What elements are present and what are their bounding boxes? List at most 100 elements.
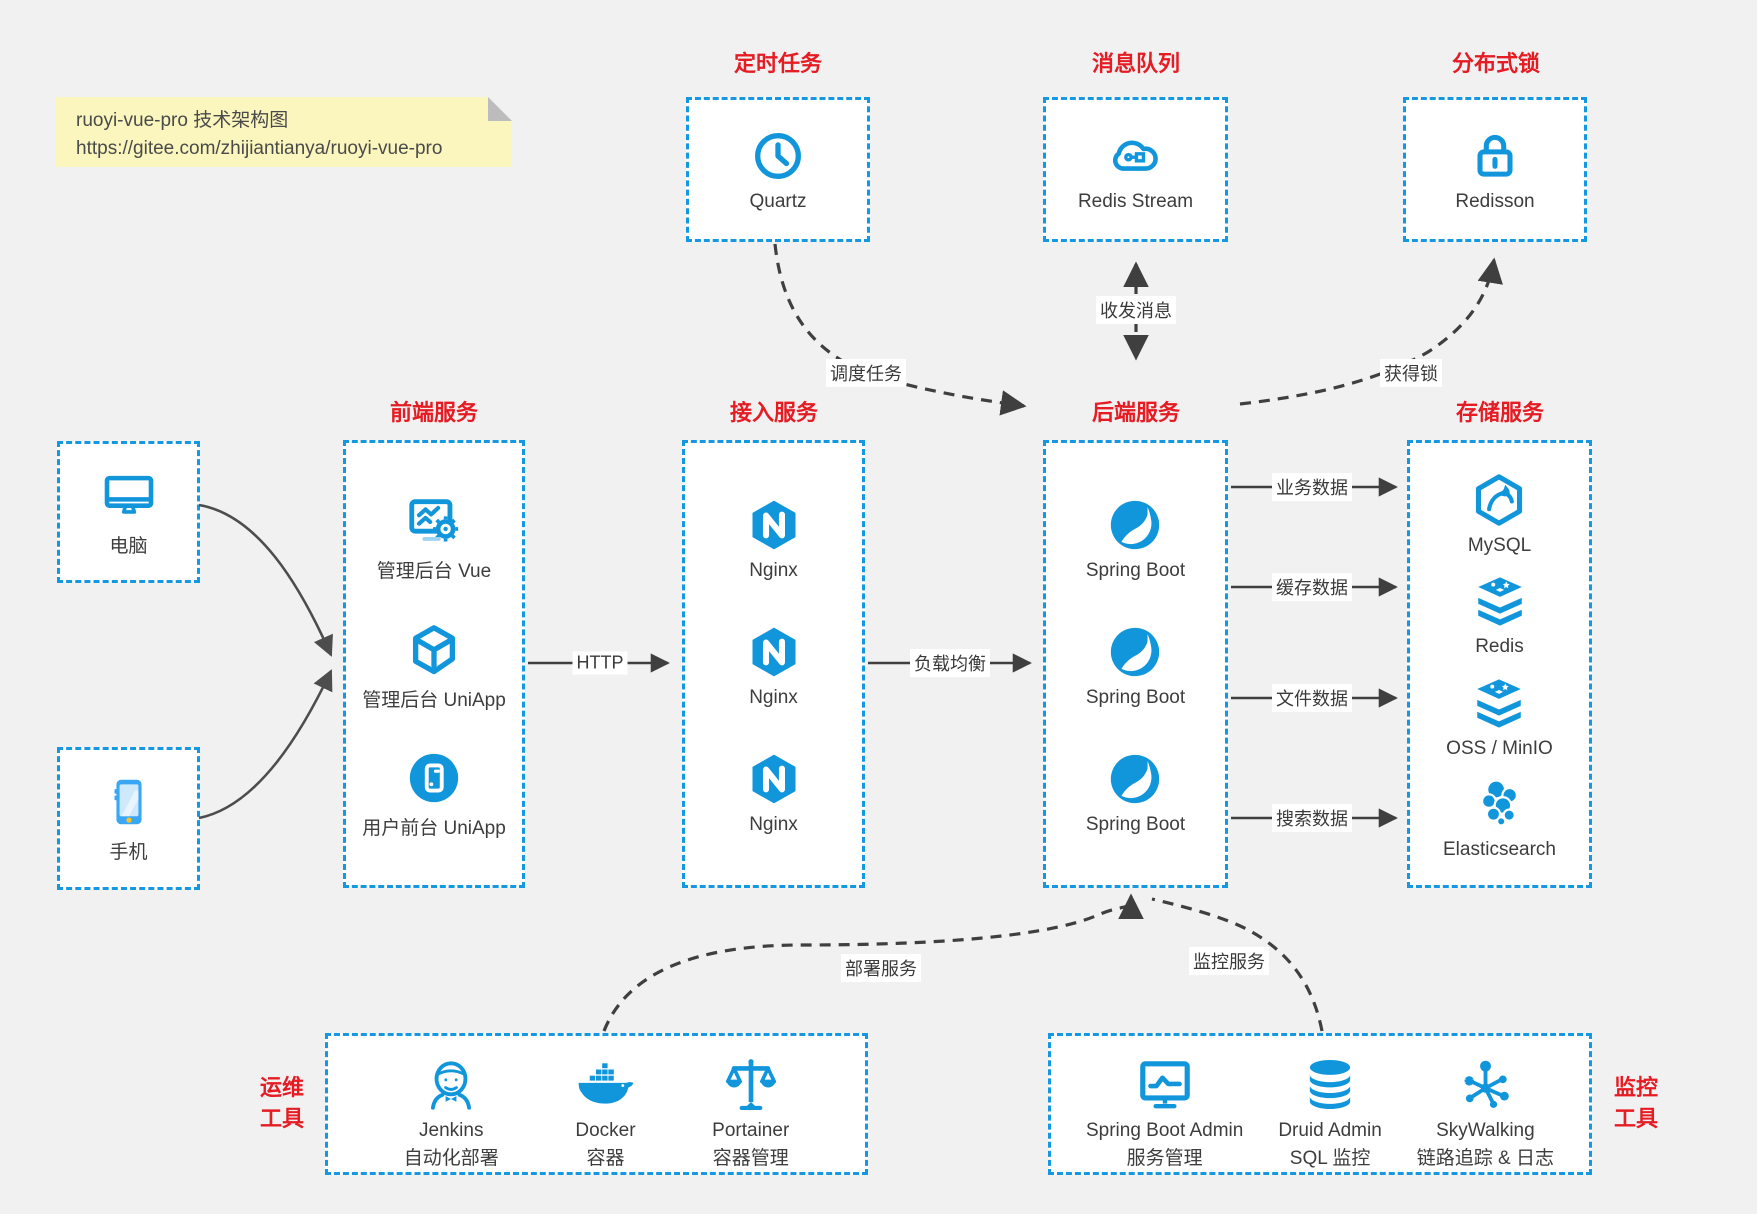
node-springboot-3: Spring Boot (1086, 750, 1185, 836)
gateway-services-box: Nginx Nginx Nginx (682, 440, 865, 888)
node-label: Spring Boot (1085, 814, 1186, 835)
title-gateway-services: 接入服务 (729, 400, 819, 425)
node-label: 管理后台 UniApp (362, 689, 506, 711)
node-springboot-2: Spring Boot (1086, 623, 1185, 709)
backend-services-box: Spring Boot Spring Boot Spring Boot (1043, 440, 1228, 888)
note-fold-corner (488, 97, 512, 121)
nginx-icon (751, 500, 796, 550)
edge-label-monitor: 监控服务 (1189, 947, 1269, 975)
phone-client-box: 手机 (57, 747, 200, 890)
ops-tools-title: 运维 工具 (248, 1073, 316, 1135)
node-oss-minio: OSS / MinIO (1446, 674, 1553, 760)
redis-icon (1477, 577, 1522, 626)
storage-services-box: MySQL Redis OSS / MinIO (1407, 440, 1592, 888)
tool-name: SkyWalking (1436, 1120, 1535, 1141)
node-label: Nginx (749, 814, 798, 835)
cloud-stream-icon (1113, 140, 1159, 171)
node-elasticsearch: Elasticsearch (1443, 775, 1556, 861)
node-label: Spring Boot (1085, 687, 1186, 708)
tool-desc: 自动化部署 (403, 1147, 499, 1169)
node-user-uniapp: 用户前台 UniApp (362, 749, 506, 840)
node-label: Elasticsearch (1443, 839, 1556, 861)
title-distributed-lock: 分布式锁 (1451, 51, 1541, 76)
arrow-client-phone (198, 669, 333, 820)
arrow-acquire-lock (1239, 257, 1503, 406)
desktop-icon (104, 475, 153, 514)
edge-label-deploy: 部署服务 (841, 954, 921, 982)
node-label: Redis Stream (1077, 190, 1194, 212)
nginx-icon (751, 754, 796, 804)
portainer-icon (725, 1059, 776, 1111)
admin-vue-icon (409, 499, 459, 542)
tool-name: Docker (575, 1120, 636, 1141)
node-redis: Redis (1471, 572, 1529, 658)
lock-icon (1477, 134, 1513, 177)
title-frontend-services: 前端服务 (389, 400, 479, 425)
node-nginx-3: Nginx (745, 750, 803, 836)
elasticsearch-icon (1480, 779, 1518, 827)
edge-label-load-balance: 负载均衡 (910, 649, 990, 677)
spring-icon (1111, 500, 1160, 550)
arrow-client-desktop (198, 503, 333, 657)
node-label: 管理后台 Vue (376, 561, 492, 583)
node-label: Redis (1475, 636, 1524, 658)
node-label: OSS / MinIO (1446, 737, 1553, 759)
quartz-box: Quartz (686, 97, 870, 242)
node-springboot-1: Spring Boot (1086, 496, 1185, 582)
node-jenkins: Jenkins 自动化部署 (404, 1054, 499, 1171)
title-message-queue: 消息队列 (1091, 51, 1181, 76)
edge-label-schedule: 调度任务 (826, 359, 906, 387)
ops-title-line2: 工具 (259, 1105, 304, 1131)
node-label: MySQL (1467, 534, 1532, 556)
smartphone-icon (114, 779, 142, 825)
tool-desc: 容器管理 (712, 1147, 789, 1169)
node-springboot-admin: Spring Boot Admin 服务管理 (1086, 1054, 1243, 1171)
redisson-box: Redisson (1403, 97, 1587, 242)
edge-label-http: HTTP (572, 651, 628, 675)
edge-label-lock: 获得锁 (1380, 359, 1442, 387)
node-quartz: Quartz (749, 127, 807, 213)
title-storage-services: 存储服务 (1455, 400, 1545, 425)
spring-icon (1111, 754, 1160, 804)
node-label: Nginx (749, 687, 798, 708)
node-admin-vue: 管理后台 Vue (377, 492, 491, 583)
boot-admin-icon (1139, 1061, 1190, 1109)
node-portainer: Portainer 容器管理 (712, 1054, 789, 1171)
node-label: 手机 (109, 842, 148, 863)
node-label: Quartz (749, 190, 807, 212)
node-admin-uniapp: 管理后台 UniApp (362, 621, 506, 712)
edge-label-cache-data: 缓存数据 (1272, 573, 1352, 601)
desktop-client-box: 电脑 (57, 441, 200, 583)
node-mysql: MySQL (1468, 471, 1531, 557)
monitoring-tools-title: 监控 工具 (1602, 1073, 1670, 1135)
storage-stack-icon (1477, 679, 1522, 728)
node-redisson: Redisson (1455, 127, 1535, 213)
edge-label-search-data: 搜索数据 (1272, 804, 1352, 832)
ops-title-line1: 运维 (259, 1075, 304, 1100)
skywalking-icon (1464, 1060, 1510, 1108)
title-scheduled-task: 定时任务 (733, 51, 823, 76)
ops-tools-box: Jenkins 自动化部署 Docker 容器 (325, 1033, 868, 1175)
node-nginx-2: Nginx (745, 623, 803, 709)
tool-desc: 链路追踪 & 日志 (1416, 1147, 1555, 1169)
node-label: 用户前台 UniApp (362, 817, 506, 839)
node-redis-stream: Redis Stream (1078, 127, 1193, 213)
uniapp-cube-icon (412, 624, 456, 674)
node-docker: Docker 容器 (574, 1054, 636, 1171)
frontend-services-box: 管理后台 Vue 管理后台 UniApp 用户前台 UniApp (343, 440, 525, 888)
node-label: Spring Boot (1085, 560, 1186, 581)
mobile-app-icon (409, 753, 459, 802)
jenkins-icon (431, 1061, 472, 1110)
edge-label-business-data: 业务数据 (1272, 473, 1352, 501)
monitoring-title-line2: 工具 (1613, 1105, 1658, 1131)
node-druid-admin: Druid Admin SQL 监控 (1278, 1054, 1382, 1171)
tool-name: Spring Boot Admin (1085, 1120, 1244, 1141)
tool-name: Druid Admin (1278, 1120, 1382, 1141)
tool-name: Portainer (712, 1120, 790, 1141)
tool-desc: 容器 (586, 1147, 625, 1169)
sticky-note: ruoyi-vue-pro 技术架构图 https://gitee.com/zh… (56, 97, 512, 167)
note-url: https://gitee.com/zhijiantianya/ruoyi-vu… (76, 137, 443, 159)
tool-desc: SQL 监控 (1289, 1147, 1371, 1169)
redis-stream-box: Redis Stream (1043, 97, 1228, 242)
